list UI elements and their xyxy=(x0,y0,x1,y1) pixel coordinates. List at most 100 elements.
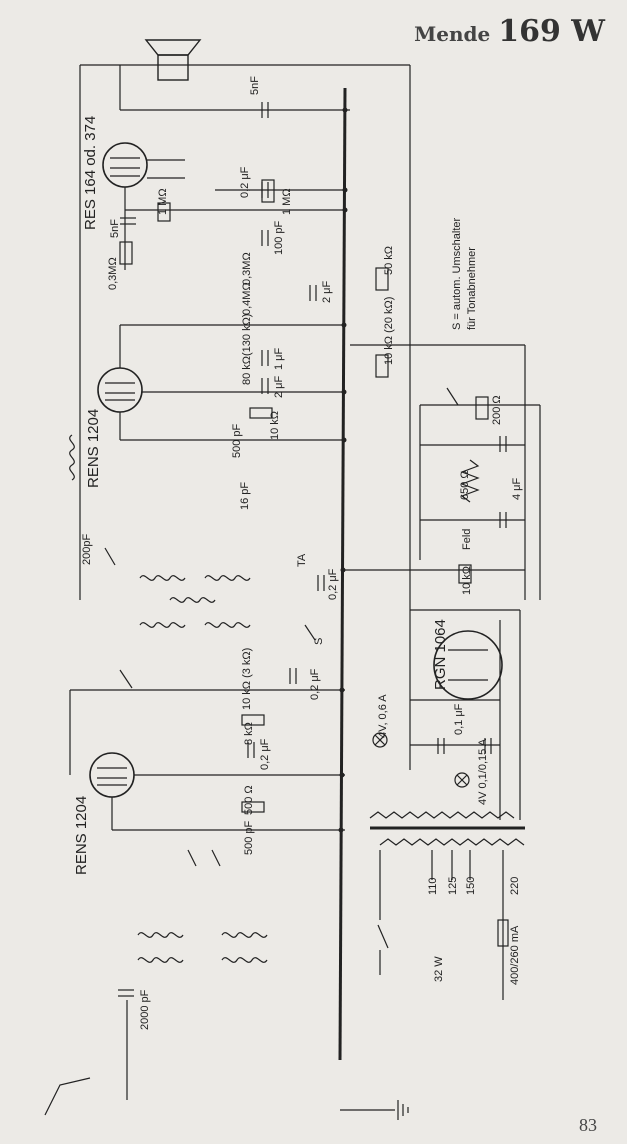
capacitor-icon xyxy=(289,668,297,684)
capacitor-icon xyxy=(499,512,507,528)
coil-icon xyxy=(69,434,75,481)
label-r-10k-3k: 10 kΩ (3 kΩ) xyxy=(241,648,253,710)
label-ta: TA xyxy=(296,553,308,567)
label-r-8k: 8 kΩ xyxy=(243,722,255,745)
label-r-10k-a: 10 kΩ xyxy=(269,411,281,440)
transformer-primary-icon xyxy=(379,838,525,846)
detector-tube-label: RENS 1204 xyxy=(85,409,102,488)
switch-icon xyxy=(119,669,133,689)
resistor-icon xyxy=(458,564,472,584)
speaker-icon xyxy=(144,39,202,81)
junction-dots xyxy=(338,107,348,833)
resistor-icon xyxy=(157,202,171,222)
label-c-500pf-a: 500 pF xyxy=(231,423,243,458)
label-c-02uf-c: 0,2 μF xyxy=(309,668,321,700)
label-c-4uf: 4 μF xyxy=(511,477,523,500)
lamp-icon xyxy=(454,772,470,788)
label-c-01uf: 0,1 μF xyxy=(453,703,465,735)
ground-bus xyxy=(338,87,347,1061)
page-number: 83 xyxy=(579,1115,597,1135)
coil-icon xyxy=(221,957,268,963)
label-r-03m: 0,3MΩ xyxy=(107,257,119,290)
label-c-1uf: 1 μF xyxy=(273,347,285,370)
capacitor-icon xyxy=(261,230,269,246)
label-r-80k: 80 kΩ(130 kΩ) xyxy=(241,314,253,385)
model-number: 169 W xyxy=(498,14,605,49)
label-lamp-b: 4V 0,1/0,15 A xyxy=(477,738,489,805)
capacitor-icon xyxy=(499,436,507,452)
capacitor-icon xyxy=(261,350,269,366)
coil-icon xyxy=(139,575,186,581)
label-r-650: 650 Ω xyxy=(459,470,471,500)
label-r-1m-b: 1 MΩ xyxy=(281,188,293,215)
capacitor-icon xyxy=(261,182,269,198)
label-field: Feld xyxy=(461,529,473,550)
rectifier-tube-label: RGN 1064 xyxy=(432,619,449,690)
label-c-500pf-b: 500 pF xyxy=(243,820,255,855)
label-c-02uf-b: 0,2 μF xyxy=(327,568,339,600)
label-c-100pf: 100 pF xyxy=(273,220,285,255)
coil-icon xyxy=(169,597,216,603)
coil-icon xyxy=(137,957,184,963)
antenna-icon xyxy=(44,1077,91,1116)
note-line2: für Tonabnehmer xyxy=(466,247,478,330)
resistor-icon xyxy=(241,714,265,726)
label-switch-s: S xyxy=(313,638,325,645)
transformer-secondary-icon xyxy=(369,811,515,819)
label-r-200: 200 Ω xyxy=(491,395,503,425)
capacitor-icon xyxy=(118,989,134,997)
label-fuse: 400/260 mA xyxy=(509,925,521,985)
label-r-10k-b: 10 kΩ xyxy=(461,566,473,595)
label-c-02uf-a: 0,2 μF xyxy=(239,166,251,198)
label-c-2uf-a: 2 μF xyxy=(321,280,333,303)
resistor-icon xyxy=(119,241,133,265)
header: Mende 169 W xyxy=(414,14,605,54)
capacitor-icon xyxy=(437,738,445,754)
label-r-50k: 50 kΩ xyxy=(383,246,395,275)
note-line1: S = autom. Umschalter xyxy=(451,217,463,330)
rf-tube-icon xyxy=(89,752,135,798)
label-r-10k-20k: 10 kΩ (20 kΩ) xyxy=(383,297,395,365)
label-tap-110: 110 xyxy=(427,877,439,895)
switch-s-icon xyxy=(304,624,316,641)
resistor-icon xyxy=(475,396,489,420)
label-c-2uf-b: 2 μF xyxy=(273,375,285,398)
switch-icon xyxy=(211,849,221,867)
label-r-1m-a: 1 MΩ xyxy=(157,188,169,215)
label-lamp-a: 4V, 0,6 A xyxy=(377,694,389,738)
label-r-04m: 0,4MΩ xyxy=(241,282,253,315)
brand-name: Mende xyxy=(414,22,491,46)
coil-icon xyxy=(204,575,251,581)
detector-tube-icon xyxy=(97,367,143,413)
label-tap-125: 125 xyxy=(447,877,459,895)
label-c-2000pf: 2000 pF xyxy=(139,989,151,1030)
capacitor-icon xyxy=(247,742,255,758)
coil-icon xyxy=(139,622,186,628)
label-c-200pf: 200pF xyxy=(81,534,93,565)
label-c-5nf-top: 5nF xyxy=(249,76,261,95)
label-r-500: 500 Ω xyxy=(243,785,255,815)
capacitor-icon xyxy=(317,575,325,591)
coil-icon xyxy=(137,932,184,938)
capacitor-icon xyxy=(261,102,269,118)
label-c-02uf-d: 0,2 μF xyxy=(259,738,271,770)
output-tube-label: RES 164 od. 374 xyxy=(82,116,99,230)
switch-icon xyxy=(187,849,197,867)
switch-icon xyxy=(104,547,116,566)
capacitor-icon xyxy=(120,217,136,225)
label-c-16pf: 16 pF xyxy=(239,482,251,510)
resistor-650-icon xyxy=(460,459,480,503)
switch-icon xyxy=(446,387,459,406)
rectifier-tube-icon xyxy=(433,630,503,700)
resistor-icon xyxy=(241,801,265,813)
label-tap-150: 150 xyxy=(465,877,477,895)
coil-icon xyxy=(204,622,251,628)
label-tap-220: 220 xyxy=(509,877,521,895)
capacitor-icon xyxy=(484,738,492,754)
label-r-03m-b: 0,3MΩ xyxy=(241,252,253,285)
label-c-5nf: 5nF xyxy=(109,219,121,238)
coil-icon xyxy=(221,932,268,938)
resistor-icon xyxy=(375,354,389,378)
